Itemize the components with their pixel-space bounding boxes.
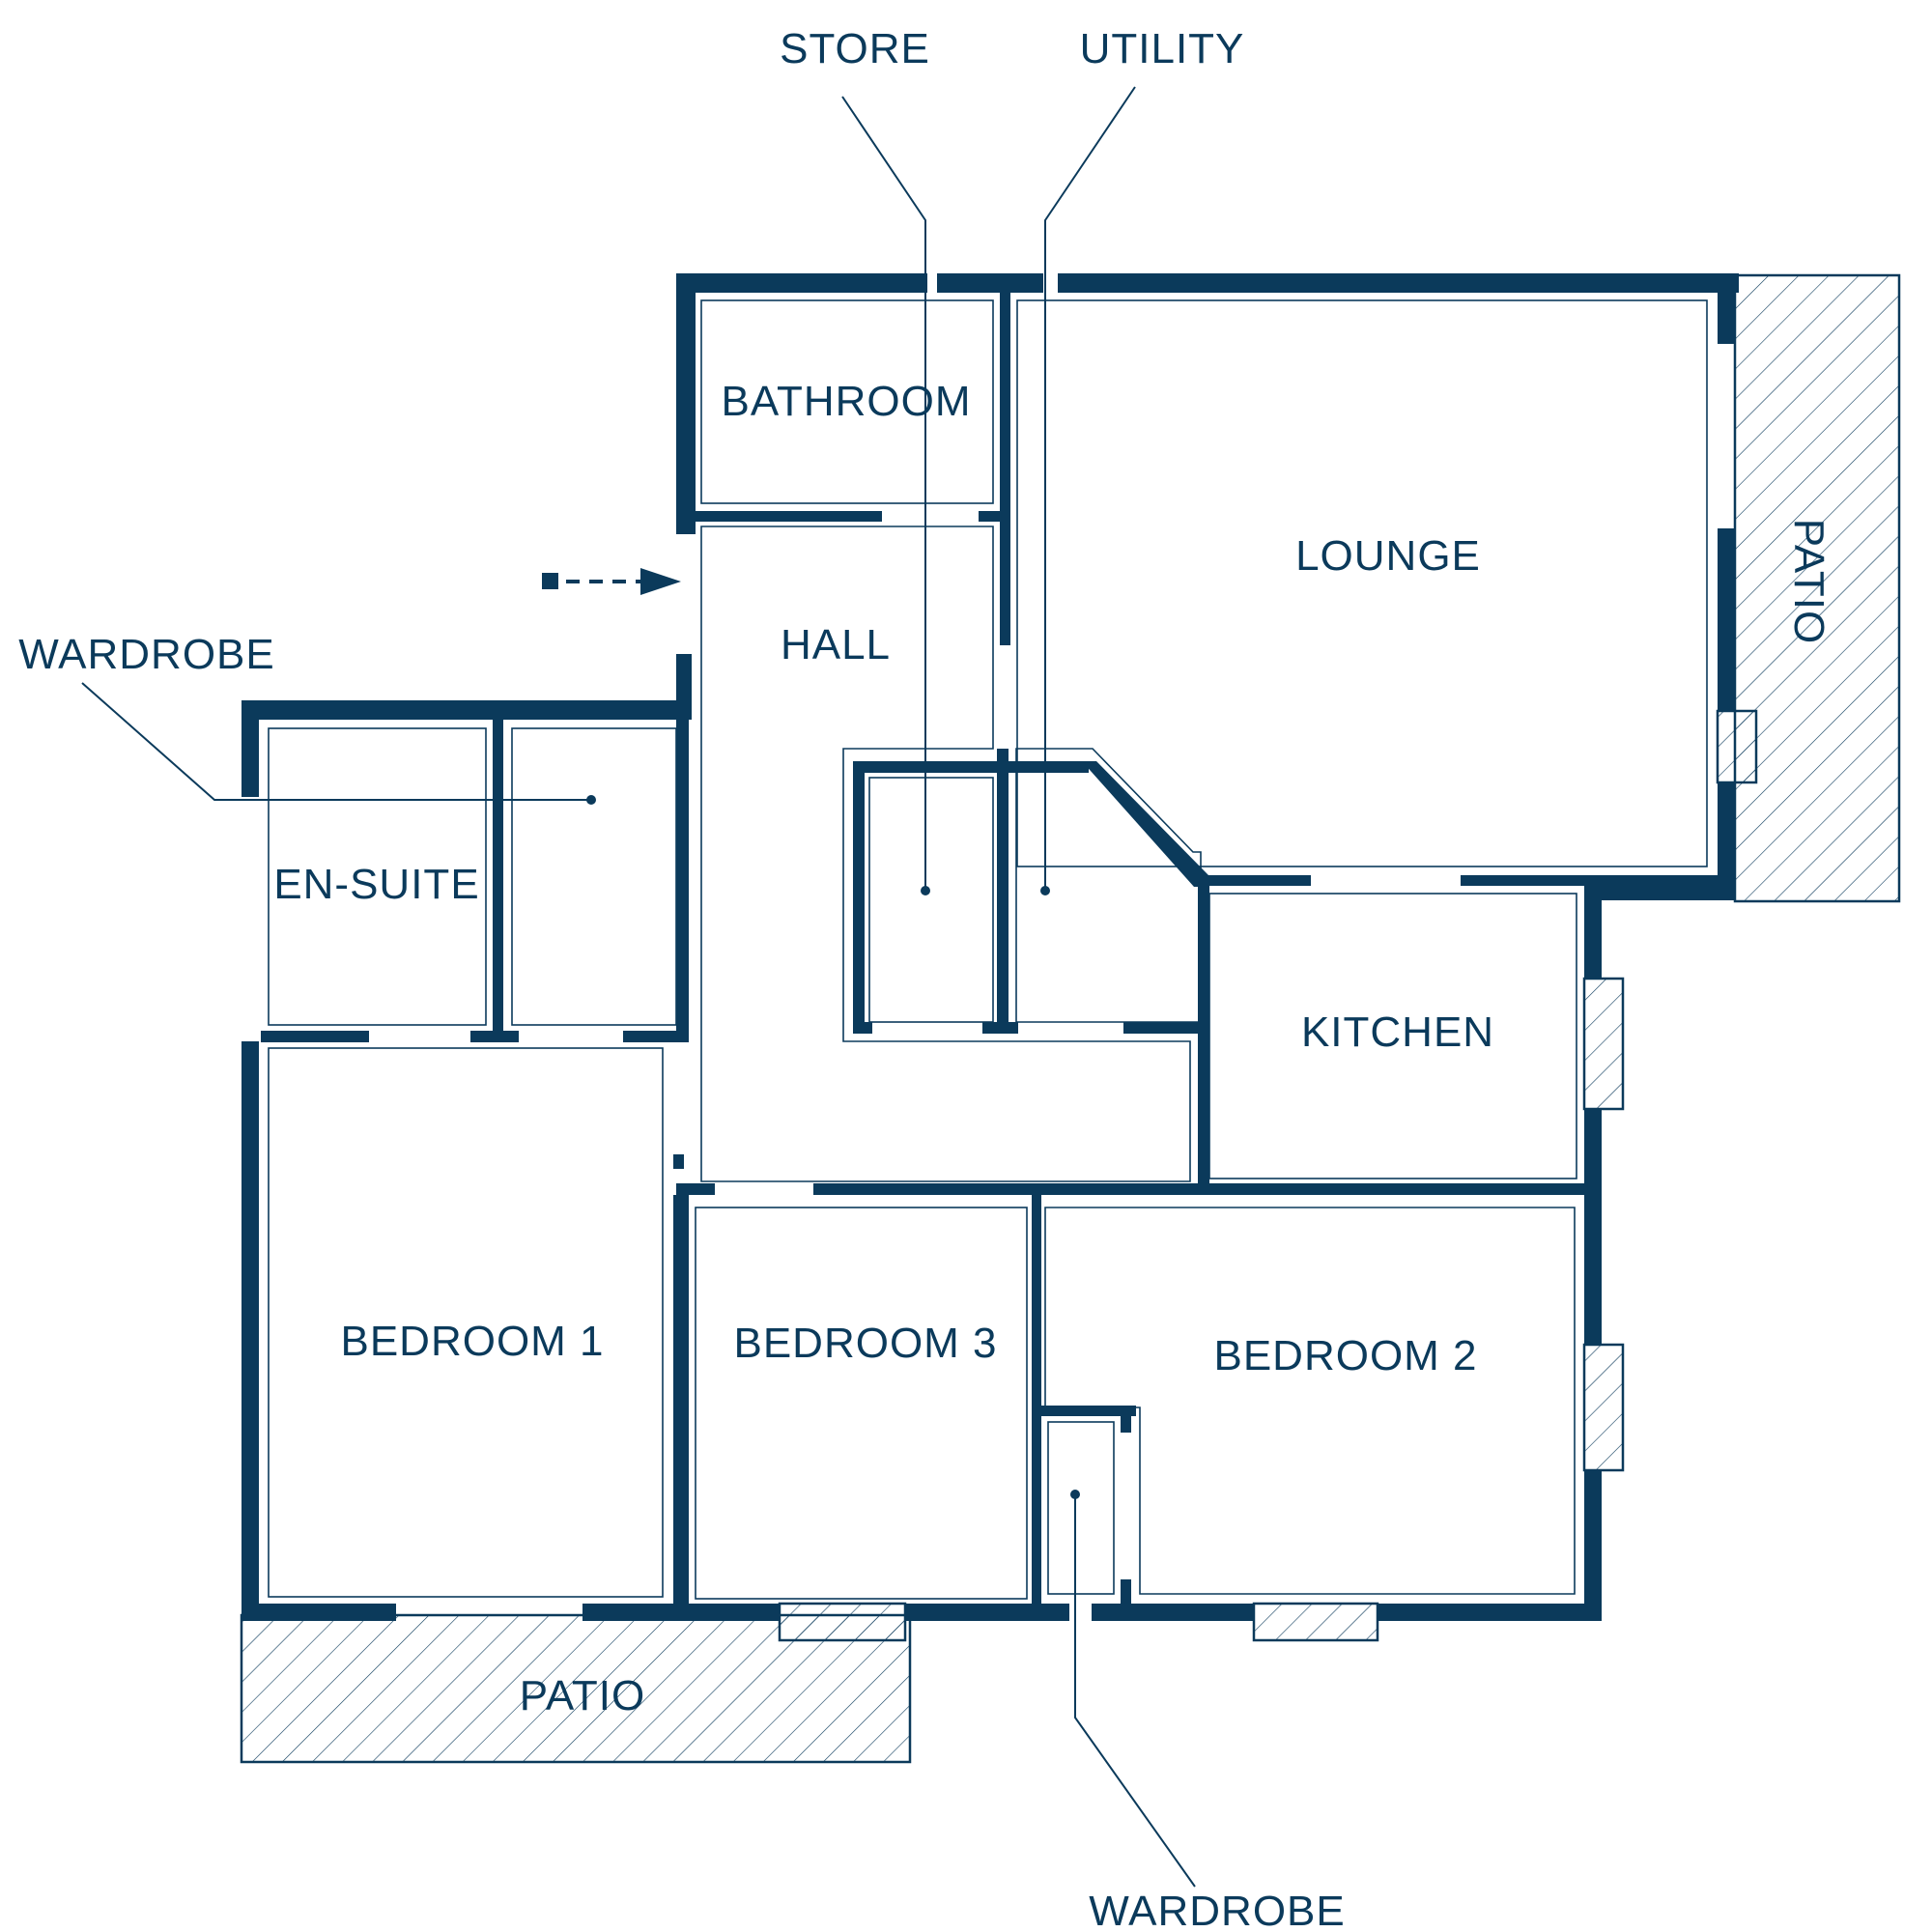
wardrobe-top-label: WARDROBE bbox=[18, 631, 275, 678]
wardrobe-bottom-label: WARDROBE bbox=[1089, 1888, 1346, 1932]
bathroom-label: BATHROOM bbox=[722, 378, 972, 425]
lounge-label: LOUNGE bbox=[1295, 532, 1481, 580]
entrance-arrow bbox=[542, 568, 681, 595]
bedroom-1-label: BEDROOM 1 bbox=[340, 1318, 604, 1365]
room-labels: STORE UTILITY BATHROOM LOUNGE HALL PATIO… bbox=[18, 25, 1833, 1932]
room-outlines bbox=[268, 299, 1708, 1600]
bedroom-3-label: BEDROOM 3 bbox=[733, 1320, 997, 1367]
patio-right-area bbox=[1733, 273, 1901, 903]
windows bbox=[778, 709, 1758, 1642]
bedroom-2-label: BEDROOM 2 bbox=[1213, 1332, 1477, 1379]
en-suite-label: EN-SUITE bbox=[273, 861, 479, 908]
patio-bottom-label: PATIO bbox=[520, 1672, 646, 1719]
patio-right-label: PATIO bbox=[1785, 519, 1833, 645]
walls bbox=[242, 273, 1739, 1621]
leader-lines bbox=[81, 86, 1196, 1888]
hall-label: HALL bbox=[781, 621, 891, 668]
store-label: STORE bbox=[780, 25, 930, 72]
utility-label: UTILITY bbox=[1080, 25, 1245, 72]
kitchen-label: KITCHEN bbox=[1301, 1009, 1494, 1056]
